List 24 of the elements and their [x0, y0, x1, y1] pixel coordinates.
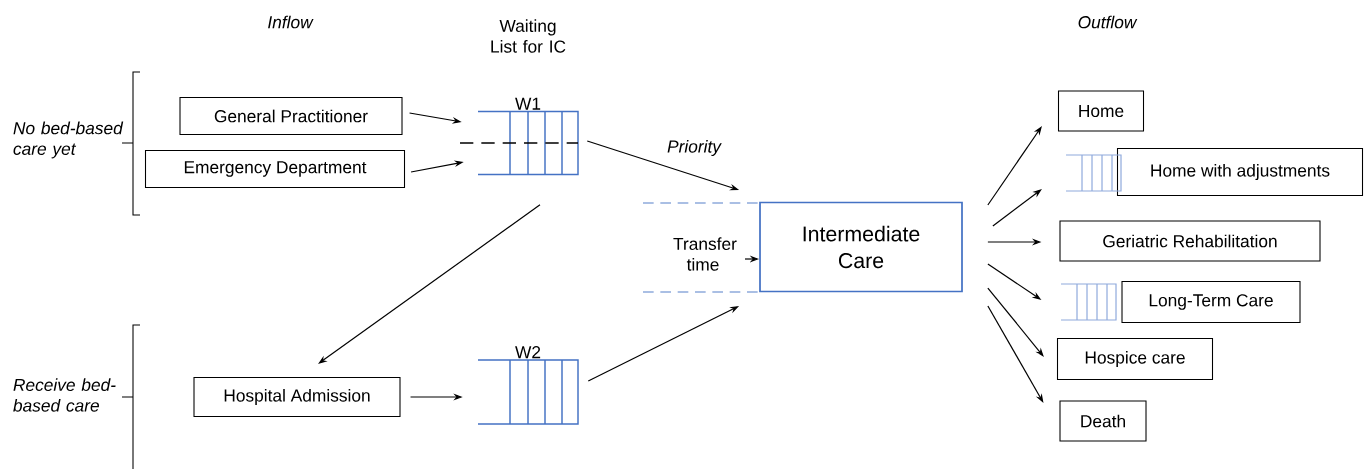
process-box: General Practitioner: [179, 96, 403, 136]
process-box: Intermediate Care: [759, 201, 963, 293]
process-box: Long-Term Care: [1121, 280, 1301, 324]
queue: W1: [459, 97, 579, 176]
arrow: [992, 189, 1042, 227]
queue: W2: [477, 346, 579, 425]
process-box: Home with adjustments: [1116, 147, 1364, 197]
label: No bed-based care yet: [13, 121, 124, 159]
process-box: Death: [1059, 400, 1147, 442]
process-box: Home: [1057, 90, 1145, 132]
label: Receive bed-based care: [13, 378, 116, 412]
arrow: [987, 287, 1044, 357]
arrow: [987, 126, 1042, 206]
edge-label: Transfer time: [673, 237, 737, 271]
arrow: [318, 204, 541, 364]
process-box: Emergency Department: [144, 149, 406, 189]
label: Outflow: [1078, 15, 1138, 29]
process-box: Hospital Admission: [193, 376, 401, 418]
process-box: Geriatric Rehabilitation: [1059, 220, 1321, 262]
label: Inflow: [268, 15, 314, 29]
edge-label: Priority: [667, 139, 722, 157]
label: Waiting List for IC: [491, 19, 566, 53]
process-box: Hospice care: [1056, 337, 1214, 381]
arrow: [987, 305, 1044, 403]
